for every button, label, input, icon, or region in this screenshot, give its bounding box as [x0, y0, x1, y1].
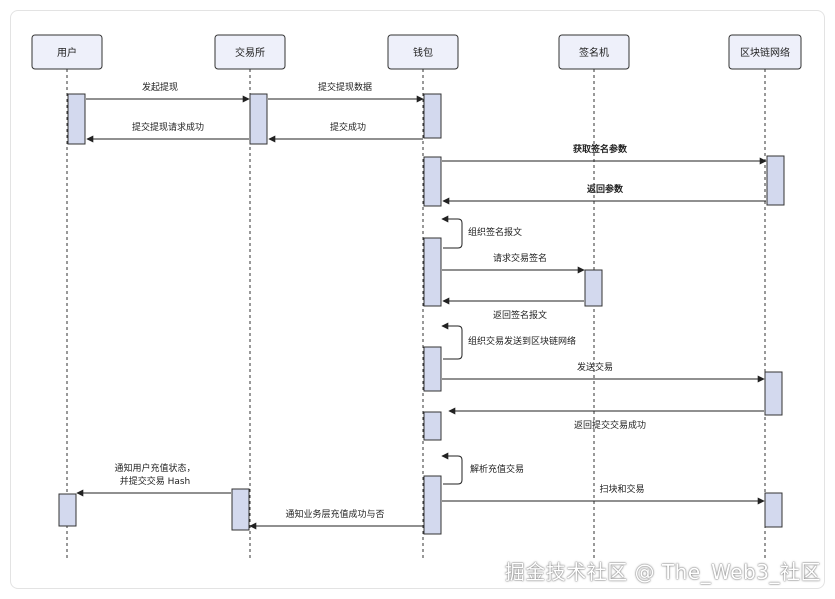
- message-label: 发起提现: [142, 81, 178, 93]
- activation-bar: [764, 492, 783, 528]
- self-message-arrow: [441, 452, 463, 485]
- message-label: 发送交易: [577, 361, 613, 373]
- participant-user: 用户: [31, 34, 103, 70]
- message-label: 提交成功: [330, 121, 366, 133]
- activation-bar: [58, 493, 77, 527]
- message-label: 通知业务层充值成功与否: [285, 508, 384, 520]
- participant-exchange-label: 交易所: [235, 46, 265, 59]
- participant-wallet: 钱包: [387, 34, 459, 70]
- diagram-frame: [10, 10, 825, 589]
- self-message-arrow: [441, 322, 463, 360]
- message-label: 返回签名报文: [493, 309, 547, 321]
- message-label: 返回提交交易成功: [574, 419, 646, 431]
- messages: 发起提现 提交提现数据 提交提现请求成功 提交成功 获取签名参数 返回参数 组织…: [76, 81, 767, 530]
- participant-chain: 区块链网络: [728, 34, 802, 70]
- participant-user-label: 用户: [57, 46, 77, 59]
- participant-chain-label: 区块链网络: [740, 46, 790, 59]
- message-label: 提交提现请求成功: [132, 121, 204, 133]
- message-label: 扫块和交易: [599, 483, 644, 495]
- activation-bar: [423, 93, 442, 139]
- activation-bar: [423, 411, 442, 441]
- message-label: 组织交易发送到区块链网络: [468, 335, 576, 347]
- activation-bar: [423, 237, 442, 307]
- activation-bars: [58, 93, 785, 535]
- participant-wallet-label: 钱包: [413, 46, 433, 59]
- message-label: 组织签名报文: [468, 226, 522, 238]
- message-label: 获取签名参数: [573, 143, 628, 155]
- message-label: 解析充值交易: [470, 463, 524, 475]
- message-label: 请求交易签名: [493, 252, 547, 264]
- activation-bar: [584, 269, 603, 307]
- message-label: 返回参数: [587, 183, 624, 195]
- message-label: 通知用户充值状态，: [114, 462, 195, 474]
- participant-exchange: 交易所: [214, 34, 286, 70]
- participant-signer: 签名机: [558, 34, 630, 70]
- activation-bar: [231, 488, 250, 531]
- self-message-arrow: [441, 215, 463, 249]
- message-label: 提交提现数据: [318, 81, 372, 93]
- message-label-line2: 并提交交易 Hash: [120, 475, 191, 487]
- activation-bar: [423, 346, 442, 392]
- activation-bar: [249, 93, 268, 145]
- watermark-text: 掘金技术社区 @ The_Web3_社区: [504, 560, 821, 584]
- activation-bar: [423, 156, 442, 207]
- activation-bar: [766, 155, 785, 206]
- activation-bar: [423, 475, 442, 535]
- activation-bar: [67, 93, 86, 145]
- participant-signer-label: 签名机: [579, 46, 609, 59]
- activation-bar: [764, 371, 783, 416]
